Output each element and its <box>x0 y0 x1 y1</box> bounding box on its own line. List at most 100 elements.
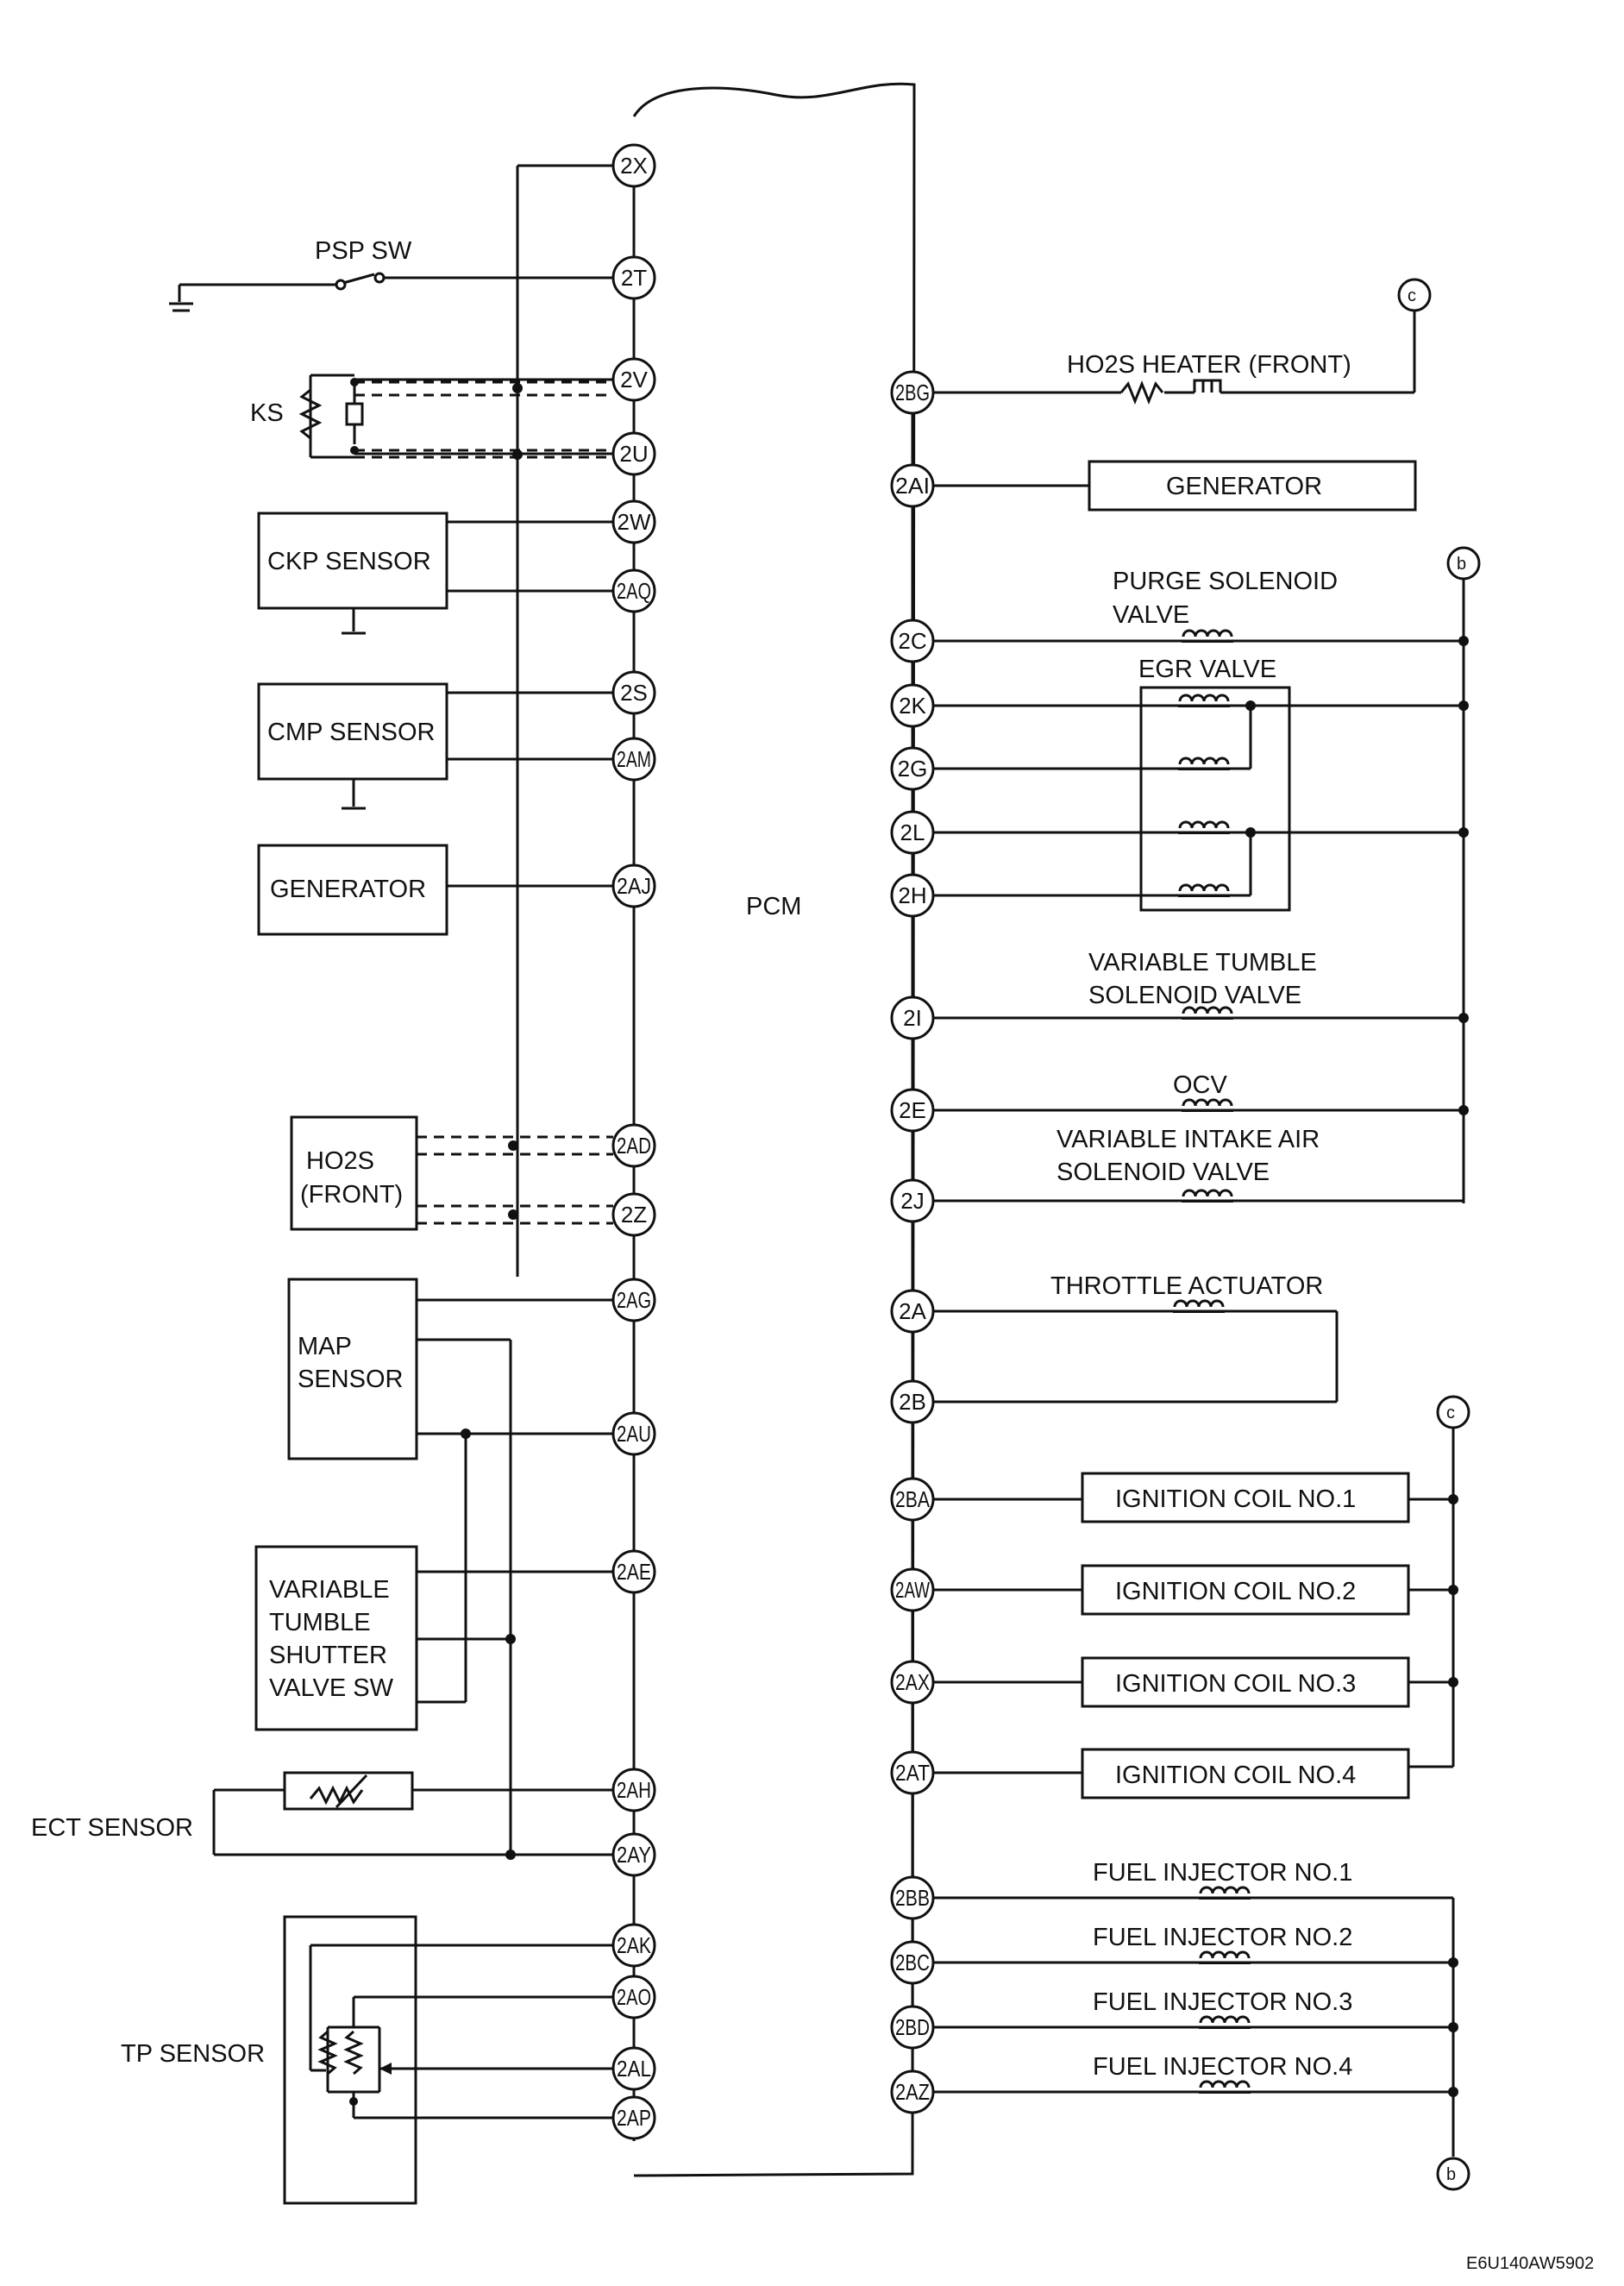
ocv-label: OCV <box>1173 1071 1228 1099</box>
svg-text:FUEL INJECTOR NO.3: FUEL INJECTOR NO.3 <box>1093 1988 1352 2016</box>
right-pin-2az <box>890 2069 935 2114</box>
left-pin-label: 2AK <box>617 1932 652 1958</box>
left-pin-group: 2X2T2V2U2W2AQ2S2AM2AJ2AD2Z2AG2AU2AE2AH2A… <box>611 143 656 2140</box>
map-label-line2: SENSOR <box>298 1366 403 1393</box>
egr-valve-label: EGR VALVE <box>1138 656 1276 683</box>
ho2s-label-line1: HO2S <box>306 1147 374 1175</box>
right-pin-2bd <box>890 2005 935 2050</box>
ho2s-label-line2: (FRONT) <box>300 1181 403 1209</box>
left-pin-label: 2AP <box>617 2105 651 2131</box>
left-pin-label: 2AL <box>617 2056 651 2082</box>
vts-label-line2: TUMBLE <box>269 1609 371 1636</box>
generator-right-box <box>1088 460 1417 512</box>
ignition-coil-1: IGNITION COIL NO.1 <box>933 1472 1458 1523</box>
ho2s-heater-label: HO2S HEATER (FRONT) <box>1067 351 1351 379</box>
right-pin-2bb <box>890 1875 935 1920</box>
svg-text:IGNITION COIL NO.3: IGNITION COIL NO.3 <box>1115 1670 1356 1698</box>
right-pin-2j <box>890 1178 935 1223</box>
left-pin-2aj <box>611 864 656 908</box>
left-pin-label: 2V <box>620 367 648 393</box>
right-pin-2aw <box>890 1567 935 1612</box>
left-pin-label: 2AD <box>617 1133 651 1159</box>
right-pin-label: 2AW <box>895 1577 930 1603</box>
right-pin-label: 2BA <box>895 1486 931 1512</box>
right-pin-2b <box>890 1379 935 1424</box>
purge-label-line1: PURGE SOLENOID <box>1113 568 1338 595</box>
right-pin-2c <box>890 619 935 663</box>
left-pin-2v <box>611 357 656 402</box>
pcm-module-outline <box>632 82 916 2177</box>
via-label-line1: VARIABLE INTAKE AIR <box>1057 1126 1320 1153</box>
generator-left: GENERATOR <box>257 844 613 936</box>
generator-left-label: GENERATOR <box>270 876 426 903</box>
right-pin-2a <box>890 1289 935 1334</box>
ref-c-top: c <box>1408 286 1416 305</box>
left-pin-label: 2AG <box>617 1287 651 1313</box>
ignition-coil-3: IGNITION COIL NO.3 <box>933 1656 1458 1708</box>
cmp-sensor-label: CMP SENSOR <box>267 719 435 746</box>
generator-right-label: GENERATOR <box>1166 473 1322 500</box>
svg-text:IGNITION COIL NO.1: IGNITION COIL NO.1 <box>1115 1485 1356 1513</box>
right-pin-label: 2I <box>903 1005 922 1031</box>
tp-sensor: TP SENSOR <box>121 1915 613 2205</box>
svg-text:FUEL INJECTOR NO.4: FUEL INJECTOR NO.4 <box>1093 2053 1352 2081</box>
left-pin-label: 2AH <box>617 1777 651 1803</box>
left-pin-label: 2AU <box>617 1421 651 1447</box>
left-pin-2s <box>611 670 656 715</box>
fuel-injector-4: FUEL INJECTOR NO.4 <box>933 2053 1458 2097</box>
psp-switch: PSP SW <box>169 237 613 312</box>
vt-label-line1: VARIABLE TUMBLE <box>1088 949 1317 977</box>
right-pin-label: 2AX <box>895 1669 930 1695</box>
svg-text:FUEL INJECTOR NO.1: FUEL INJECTOR NO.1 <box>1093 1859 1352 1887</box>
left-pin-2w <box>611 499 656 544</box>
right-pin-2e <box>890 1088 935 1133</box>
left-pin-label: 2U <box>619 441 648 467</box>
left-pin-label: 2AQ <box>617 578 651 604</box>
fuel-injector-3: FUEL INJECTOR NO.3 <box>933 1988 1458 2032</box>
variable-tumble-shutter-valve-sw: VARIABLE TUMBLE SHUTTER VALVE SW <box>254 1434 613 1731</box>
right-pin-label: 2L <box>900 820 925 845</box>
svg-text:FUEL INJECTOR NO.2: FUEL INJECTOR NO.2 <box>1093 1924 1352 1951</box>
right-pin-2ba <box>890 1477 935 1522</box>
left-pin-2am <box>611 737 656 782</box>
left-pin-2ao <box>611 1975 656 2019</box>
vts-label-line4: VALVE SW <box>269 1674 394 1702</box>
right-pin-2bg <box>890 370 935 415</box>
left-pin-label: 2AO <box>617 1984 651 2010</box>
figure-code: E6U140AW5902 <box>1466 2254 1594 2273</box>
left-pin-label: 2AY <box>617 1842 651 1868</box>
left-pin-2x <box>611 143 656 188</box>
left-pin-label: 2AM <box>617 746 651 772</box>
right-pin-label: 2A <box>899 1298 926 1324</box>
right-pin-group: 2BG2AI2C2K2G2L2H2I2E2J2A2B2BA2AW2AX2AT2B… <box>890 370 935 2114</box>
fuel-injector-2: FUEL INJECTOR NO.2 <box>933 1924 1458 1968</box>
left-pin-2ah <box>611 1768 656 1812</box>
ckp-sensor-label: CKP SENSOR <box>267 548 431 575</box>
vt-label-line2: SOLENOID VALVE <box>1088 982 1301 1009</box>
right-pin-label: 2E <box>899 1097 926 1123</box>
egr-valve-box <box>1139 686 1291 912</box>
right-pin-label: 2AI <box>895 473 930 499</box>
ect-sensor: ECT SENSOR <box>31 1771 613 1860</box>
left-pin-2ay <box>611 1832 656 1877</box>
left-pin-label: 2W <box>618 509 651 535</box>
left-pin-label: 2Z <box>621 1202 647 1228</box>
ref-b-top: b <box>1457 555 1466 574</box>
fuel-injector-1: FUEL INJECTOR NO.1 <box>933 1859 1453 1900</box>
right-pin-label: 2H <box>898 882 926 908</box>
left-pin-2ap <box>611 2095 656 2140</box>
left-pin-label: 2AE <box>617 1559 651 1585</box>
throttle-actuator-label: THROTTLE ACTUATOR <box>1050 1272 1323 1300</box>
right-pin-label: 2J <box>900 1188 924 1214</box>
right-pin-2l <box>890 810 935 855</box>
left-pin-2ag <box>611 1278 656 1322</box>
left-pin-2ak <box>611 1923 656 1968</box>
ks-label: KS <box>250 399 284 427</box>
psp-sw-label: PSP SW <box>315 237 412 265</box>
right-pin-2at <box>890 1750 935 1795</box>
ignition-coil-4: IGNITION COIL NO.4 <box>933 1748 1453 1799</box>
right-pin-label: 2C <box>898 628 926 654</box>
right-pin-2h <box>890 873 935 918</box>
left-pin-label: 2AJ <box>617 873 651 899</box>
